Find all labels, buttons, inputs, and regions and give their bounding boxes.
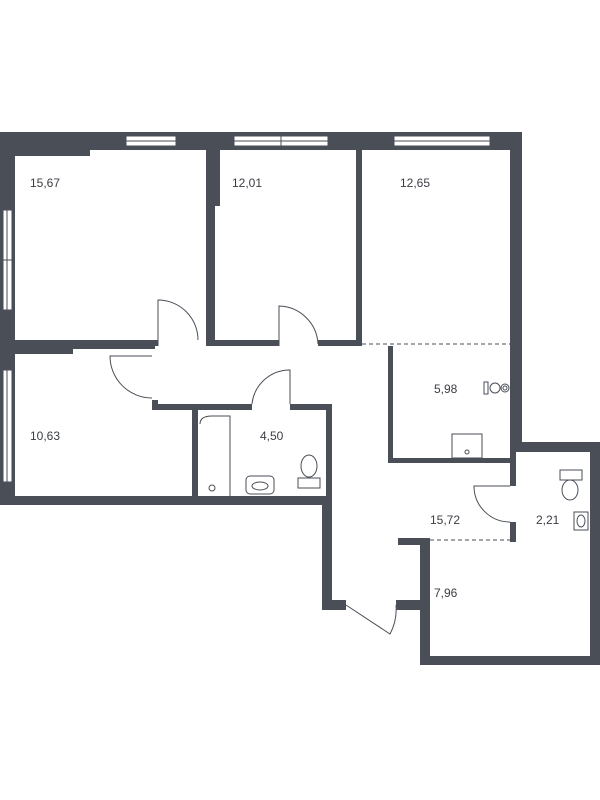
outer-walls: [0, 132, 600, 665]
wall-toilet-west-bottom: [510, 522, 516, 542]
area-bathroom: 4,50: [260, 429, 284, 443]
south-wall-right: [420, 656, 600, 665]
doors: [109, 299, 511, 635]
wall-kitchen-south: [388, 458, 515, 463]
bath-toilet: [300, 454, 318, 478]
wall-kitchen-west: [388, 346, 393, 462]
door-bedroom-2: [278, 305, 319, 346]
wall-bath-east: [326, 404, 332, 500]
entrance-jamb-right: [396, 600, 430, 610]
wall-bedroom-2-living: [356, 150, 362, 346]
door-bedroom-3: [109, 355, 153, 399]
bath-toilet-tank: [297, 477, 321, 489]
wc-toilet-tank: [559, 469, 583, 481]
door-post-1: [152, 340, 158, 346]
area-toilet: 2,21: [536, 513, 560, 527]
area-storage: 7,96: [434, 586, 458, 600]
wall-bedroom-1-3: [15, 340, 155, 349]
door-toilet: [473, 485, 511, 523]
windows: [2, 135, 491, 483]
entrance-jamb-left: [322, 600, 346, 610]
wall-bath-top-left: [152, 404, 252, 410]
area-bedroom-2: 12,01: [232, 176, 262, 190]
interior-walls: [15, 150, 516, 545]
wall-bedroom-2-south-right: [318, 340, 362, 346]
stove-marker: [483, 381, 489, 395]
area-bedroom-3: 10,63: [30, 429, 60, 443]
east-wall-lower: [590, 442, 600, 665]
area-living-room: 12,65: [400, 176, 430, 190]
wall-bath-top-right: [290, 404, 332, 410]
fixtures: [199, 381, 589, 531]
east-step-wall: [510, 442, 600, 452]
wc-toilet: [561, 479, 579, 501]
storage-wall-west: [420, 540, 430, 664]
wall-toilet-west-top: [510, 452, 516, 486]
bath-tap: [208, 484, 216, 492]
corridor-wall-left: [322, 496, 332, 610]
zone-dividers: [362, 343, 510, 541]
wall-bedroom-3-header: [15, 349, 73, 354]
wall-storage-jamb: [398, 538, 430, 545]
area-hallway: 15,72: [430, 513, 460, 527]
east-wall-upper: [510, 132, 522, 452]
door-bedroom-1: [157, 299, 199, 346]
door-bathroom: [251, 369, 291, 405]
bathtub: [199, 415, 231, 496]
stove-burner-1: [489, 382, 501, 394]
bedroom-1-header: [15, 150, 90, 156]
wall-bedroom-2-south: [206, 340, 279, 346]
south-wall-left: [0, 496, 332, 505]
wall-bath-west: [192, 404, 198, 500]
area-bedroom-1: 15,67: [30, 176, 60, 190]
wall-bedroom-1-2: [206, 150, 215, 346]
wall-pier: [215, 150, 220, 206]
area-kitchen-zone: 5,98: [434, 382, 458, 396]
room-labels: 15,67 12,01 12,65 5,98 10,63 4,50 15,72 …: [30, 176, 560, 600]
door-entrance: [345, 604, 397, 635]
